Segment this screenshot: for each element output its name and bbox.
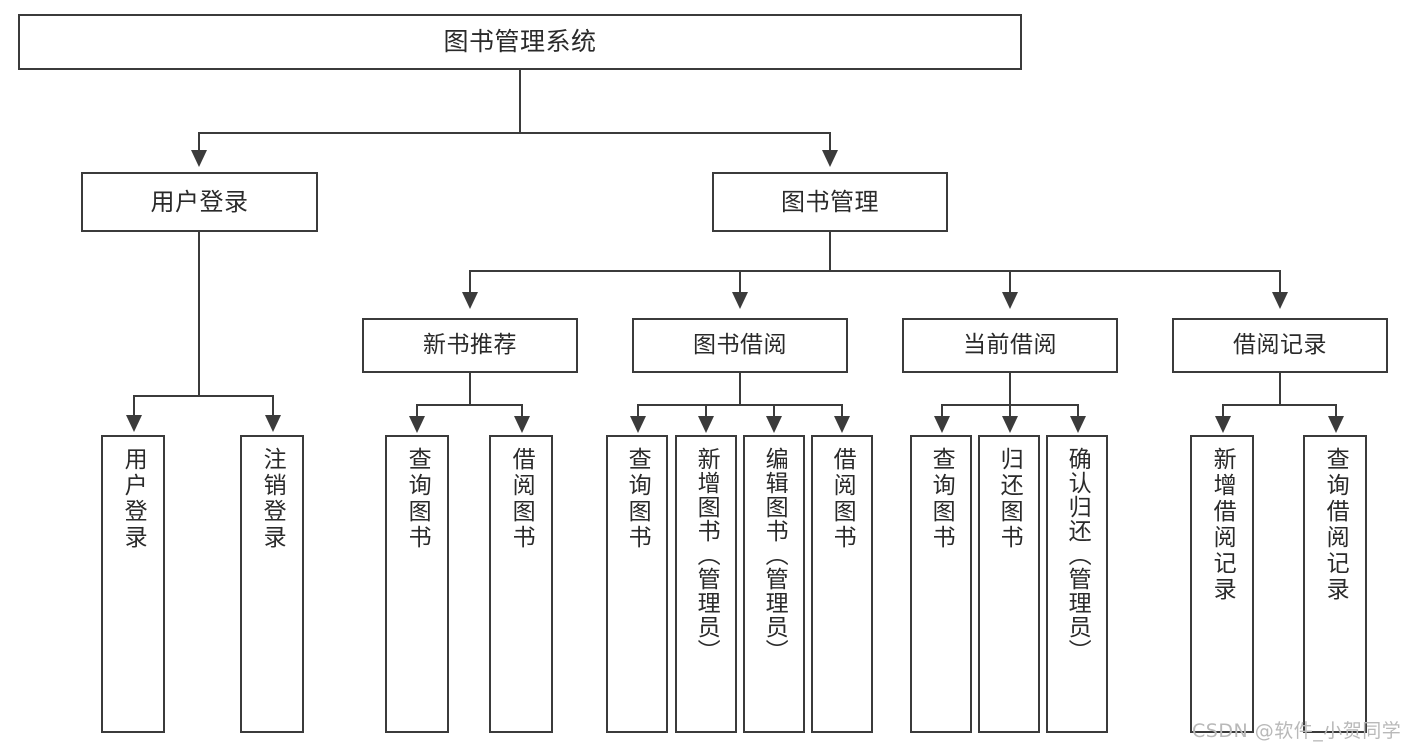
leaf-edit-book[interactable]: 编辑图书（管理员） bbox=[743, 435, 805, 733]
connector-bb-drop-2 bbox=[705, 404, 707, 418]
arrowhead-to-leaf-logout bbox=[265, 415, 281, 432]
node-user-login[interactable]: 用户登录 bbox=[81, 172, 318, 232]
connector-bb-stem bbox=[739, 373, 741, 405]
leaf-confirm-return-label: 确认归还（管理员） bbox=[1064, 447, 1091, 663]
arrowhead-to-leaf-user-login bbox=[126, 415, 142, 432]
leaf-query-book-3-label: 查询图书 bbox=[928, 447, 955, 551]
leaf-add-record-label: 新增借阅记录 bbox=[1209, 447, 1236, 603]
connector-nbr-drop-1 bbox=[416, 404, 418, 418]
node-current-borrow[interactable]: 当前借阅 bbox=[902, 318, 1118, 373]
arrowhead-to-current-borrow bbox=[1002, 292, 1018, 309]
connector-root-drop-1 bbox=[198, 132, 200, 152]
connector-cb-drop-3 bbox=[1077, 404, 1079, 418]
arrowhead-to-leaf-query-book-3 bbox=[934, 416, 950, 433]
connector-cb-drop-2 bbox=[1009, 404, 1011, 418]
connector-bb-drop-4 bbox=[841, 404, 843, 418]
leaf-add-book[interactable]: 新增图书（管理员） bbox=[675, 435, 737, 733]
node-borrow-record-label: 借阅记录 bbox=[1233, 331, 1327, 358]
connector-br-bus bbox=[1222, 404, 1337, 406]
arrowhead-to-leaf-query-book-2 bbox=[630, 416, 646, 433]
leaf-borrow-book-2-label: 借阅图书 bbox=[829, 447, 856, 551]
leaf-query-record-label: 查询借阅记录 bbox=[1322, 447, 1349, 603]
node-current-borrow-label: 当前借阅 bbox=[963, 331, 1057, 358]
leaf-add-record[interactable]: 新增借阅记录 bbox=[1190, 435, 1254, 733]
leaf-borrow-book-1[interactable]: 借阅图书 bbox=[489, 435, 553, 733]
connector-book-manage-stem bbox=[829, 232, 831, 272]
connector-bb-drop-3 bbox=[773, 404, 775, 418]
arrowhead-to-borrow-record bbox=[1272, 292, 1288, 309]
arrowhead-to-leaf-add-record bbox=[1215, 416, 1231, 433]
connector-bm-drop-4 bbox=[1279, 270, 1281, 294]
leaf-borrow-book-2[interactable]: 借阅图书 bbox=[811, 435, 873, 733]
node-root-label: 图书管理系统 bbox=[443, 27, 597, 57]
connector-nbr-bus bbox=[416, 404, 523, 406]
arrowhead-to-new-book-recommend bbox=[462, 292, 478, 309]
leaf-return-book-label: 归还图书 bbox=[996, 447, 1023, 551]
arrowhead-to-leaf-borrow-book-2 bbox=[834, 416, 850, 433]
leaf-query-book-1[interactable]: 查询图书 bbox=[385, 435, 449, 733]
connector-bm-drop-3 bbox=[1009, 270, 1011, 294]
connector-bb-drop-1 bbox=[637, 404, 639, 418]
connector-bm-drop-1 bbox=[469, 270, 471, 294]
arrowhead-to-leaf-query-record bbox=[1328, 416, 1344, 433]
leaf-borrow-book-1-label: 借阅图书 bbox=[508, 447, 535, 551]
leaf-query-book-2[interactable]: 查询图书 bbox=[606, 435, 668, 733]
node-new-book-recommend[interactable]: 新书推荐 bbox=[362, 318, 578, 373]
leaf-query-record[interactable]: 查询借阅记录 bbox=[1303, 435, 1367, 733]
leaf-query-book-2-label: 查询图书 bbox=[624, 447, 651, 551]
connector-bm-drop-2 bbox=[739, 270, 741, 294]
connector-book-manage-bus bbox=[469, 270, 1281, 272]
connector-root-stem bbox=[519, 70, 521, 133]
connector-root-drop-2 bbox=[829, 132, 831, 152]
connector-cb-drop-1 bbox=[941, 404, 943, 418]
leaf-logout-label: 注销登录 bbox=[259, 447, 286, 551]
arrowhead-root-to-user-login bbox=[191, 150, 207, 167]
leaf-confirm-return[interactable]: 确认归还（管理员） bbox=[1046, 435, 1108, 733]
arrowhead-root-to-book-manage bbox=[822, 150, 838, 167]
arrowhead-to-book-borrow bbox=[732, 292, 748, 309]
connector-br-drop-2 bbox=[1335, 404, 1337, 418]
connector-nbr-drop-2 bbox=[521, 404, 523, 418]
connector-br-drop-1 bbox=[1222, 404, 1224, 418]
leaf-return-book[interactable]: 归还图书 bbox=[978, 435, 1040, 733]
arrowhead-to-leaf-borrow-book-1 bbox=[514, 416, 530, 433]
leaf-query-book-3[interactable]: 查询图书 bbox=[910, 435, 972, 733]
node-book-manage-label: 图书管理 bbox=[781, 187, 879, 216]
leaf-add-book-label: 新增图书（管理员） bbox=[693, 447, 720, 663]
node-new-book-recommend-label: 新书推荐 bbox=[423, 331, 517, 358]
watermark: CSDN @软件_小贺同学 bbox=[1192, 720, 1402, 742]
connector-br-stem bbox=[1279, 373, 1281, 405]
arrowhead-to-leaf-confirm-return bbox=[1070, 416, 1086, 433]
connector-user-login-stem bbox=[198, 232, 200, 396]
arrowhead-to-leaf-query-book-1 bbox=[409, 416, 425, 433]
node-user-login-label: 用户登录 bbox=[150, 187, 249, 216]
leaf-logout[interactable]: 注销登录 bbox=[240, 435, 304, 733]
node-book-borrow-label: 图书借阅 bbox=[693, 331, 787, 358]
connector-bb-bus bbox=[637, 404, 842, 406]
leaf-query-book-1-label: 查询图书 bbox=[404, 447, 431, 551]
arrowhead-to-leaf-return-book bbox=[1002, 416, 1018, 433]
connector-user-login-drop-2 bbox=[272, 395, 274, 417]
connector-user-login-drop-1 bbox=[133, 395, 135, 417]
leaf-edit-book-label: 编辑图书（管理员） bbox=[761, 447, 788, 663]
node-borrow-record[interactable]: 借阅记录 bbox=[1172, 318, 1388, 373]
connector-root-bus bbox=[198, 132, 831, 134]
leaf-user-login-label: 用户登录 bbox=[120, 447, 147, 551]
arrowhead-to-leaf-edit-book bbox=[766, 416, 782, 433]
node-book-manage[interactable]: 图书管理 bbox=[712, 172, 948, 232]
arrowhead-to-leaf-add-book bbox=[698, 416, 714, 433]
node-root[interactable]: 图书管理系统 bbox=[18, 14, 1022, 70]
connector-nbr-stem bbox=[469, 373, 471, 405]
connector-user-login-bus bbox=[133, 395, 274, 397]
node-book-borrow[interactable]: 图书借阅 bbox=[632, 318, 848, 373]
connector-cb-stem bbox=[1009, 373, 1011, 405]
leaf-user-login[interactable]: 用户登录 bbox=[101, 435, 165, 733]
